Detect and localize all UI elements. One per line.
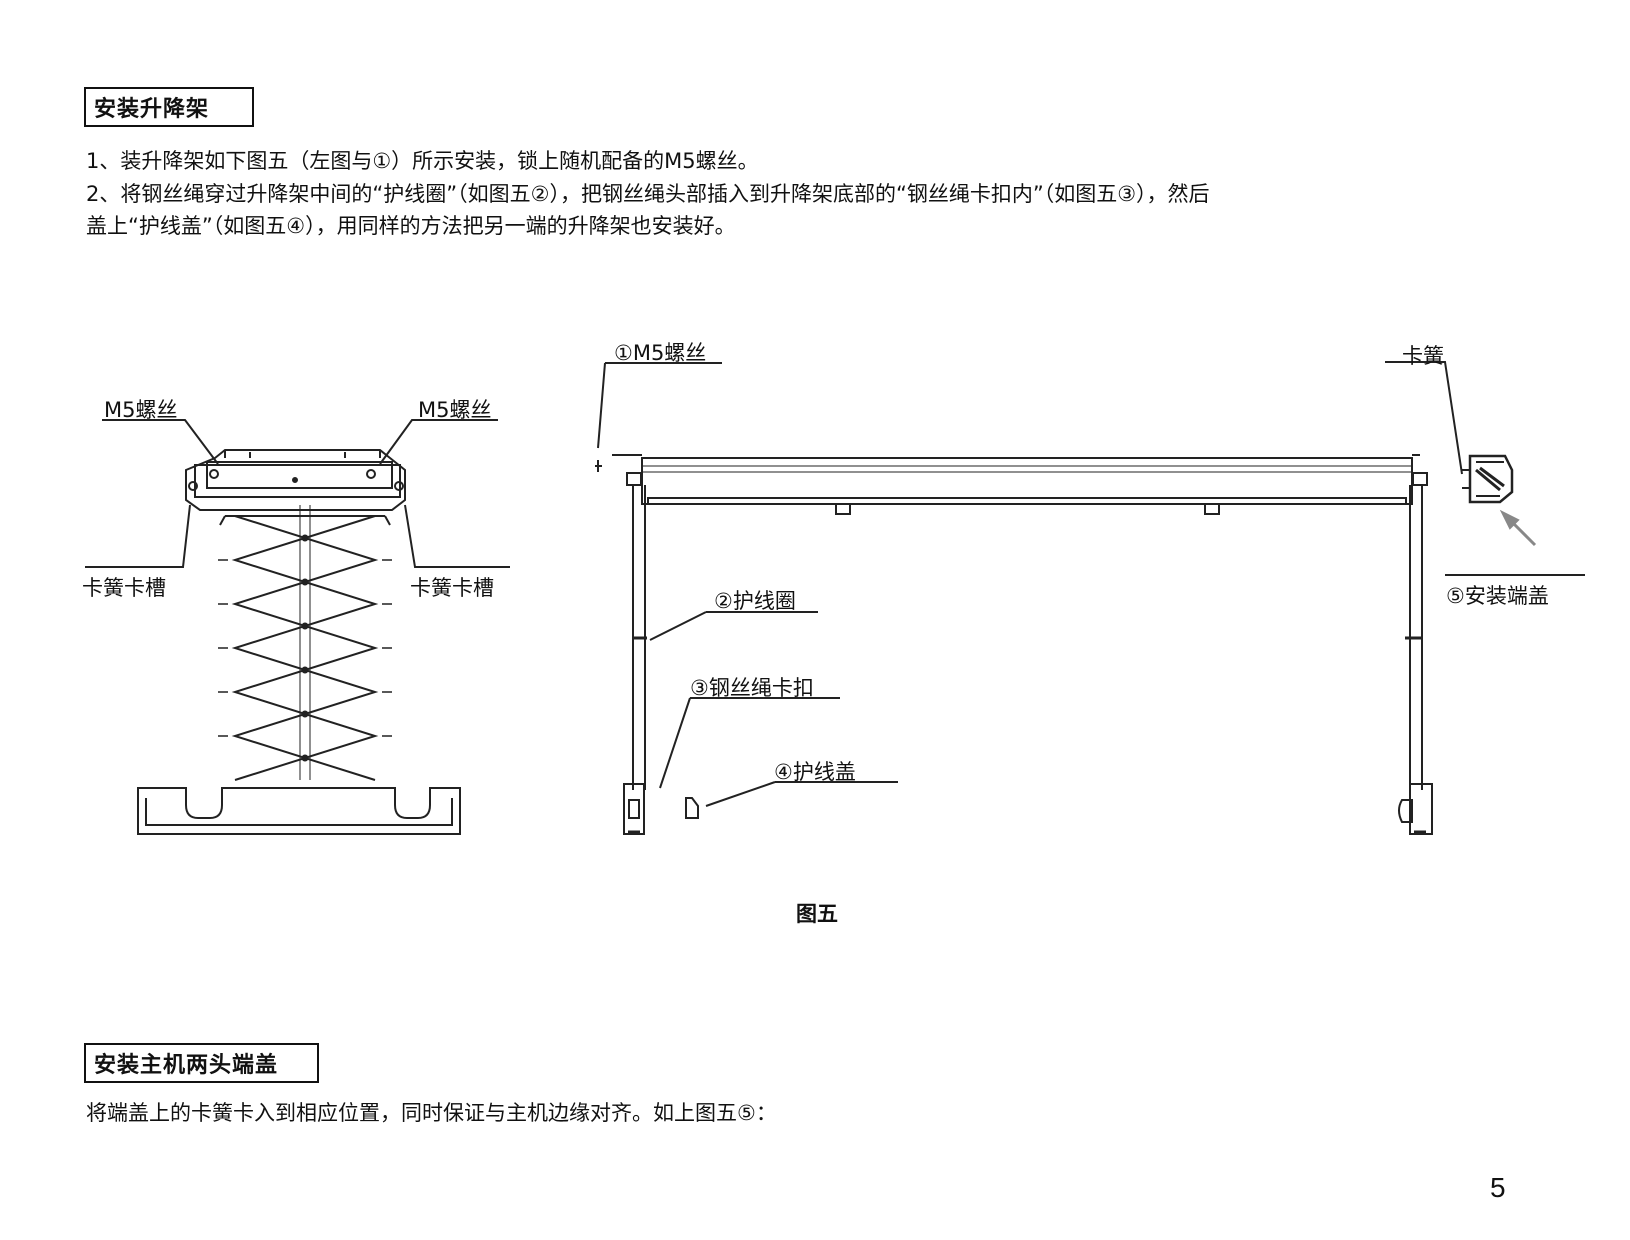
callout-3-wire-clip: ③钢丝绳卡扣: [690, 676, 814, 700]
page-number: 5: [1490, 1172, 1506, 1203]
leader-line-callout-2: [649, 611, 818, 641]
callout-spring: 卡簧: [1402, 344, 1444, 368]
label-spring-slot-right: 卡簧卡槽: [410, 576, 494, 600]
instruction-line-2: 2、将钢丝绳穿过升降架中间的“护线圈”（如图五②），把钢丝绳头部插入到升降架底部…: [86, 182, 1210, 206]
arrow-end-cap-head: [1499, 509, 1520, 530]
callout-1-m5-screw: ①M5螺丝: [614, 341, 707, 365]
leader-line-screw-left: [102, 419, 219, 465]
leader-line-callout-4: [705, 781, 898, 807]
leader-line-slot-right: [404, 504, 510, 568]
leader-line-callout-1: [597, 362, 722, 449]
leader-line-spring: [1385, 361, 1463, 475]
leader-line-callout-3: [659, 697, 840, 789]
leader-line-screw-right: [379, 419, 498, 465]
projector-screen-housing: [612, 454, 1420, 515]
callout-4-wire-cover: ④护线盖: [774, 760, 856, 784]
left-lift-post: [623, 472, 647, 835]
end-cap-instruction: 将端盖上的卡簧卡入到相应位置，同时保证与主机边缘对齐。如上图五⑤：: [86, 1101, 777, 1125]
wire-clip-cover-part: [685, 797, 699, 819]
label-m5-screw-right: M5螺丝: [418, 398, 492, 422]
section-title-install-end-caps: 安装主机两头端盖: [84, 1043, 319, 1083]
figure-caption: 图五: [796, 902, 838, 926]
label-spring-slot-left: 卡簧卡槽: [82, 576, 166, 600]
label-m5-screw-left: M5螺丝: [104, 398, 178, 422]
leader-line-slot-left: [85, 504, 191, 568]
scissor-lift-arms: [218, 505, 392, 781]
screw-small-part: [595, 460, 602, 472]
callout-2-wire-ring: ②护线圈: [714, 589, 796, 613]
right-lift-post: [1398, 472, 1433, 835]
callout-5-end-cap: ⑤安装端盖: [1446, 584, 1549, 608]
section-title-install-lift: 安装升降架: [84, 87, 254, 127]
instruction-line-3: 盖上“护线盖”（如图五④），用同样的方法把另一端的升降架也安装好。: [86, 214, 736, 238]
end-cap-part: [1462, 454, 1514, 504]
lift-frame-top-view: [185, 449, 406, 511]
lift-base-rail: [137, 787, 461, 835]
instruction-line-1: 1、装升降架如下图五（左图与①）所示安装，锁上随机配备的M5螺丝。: [86, 149, 759, 173]
